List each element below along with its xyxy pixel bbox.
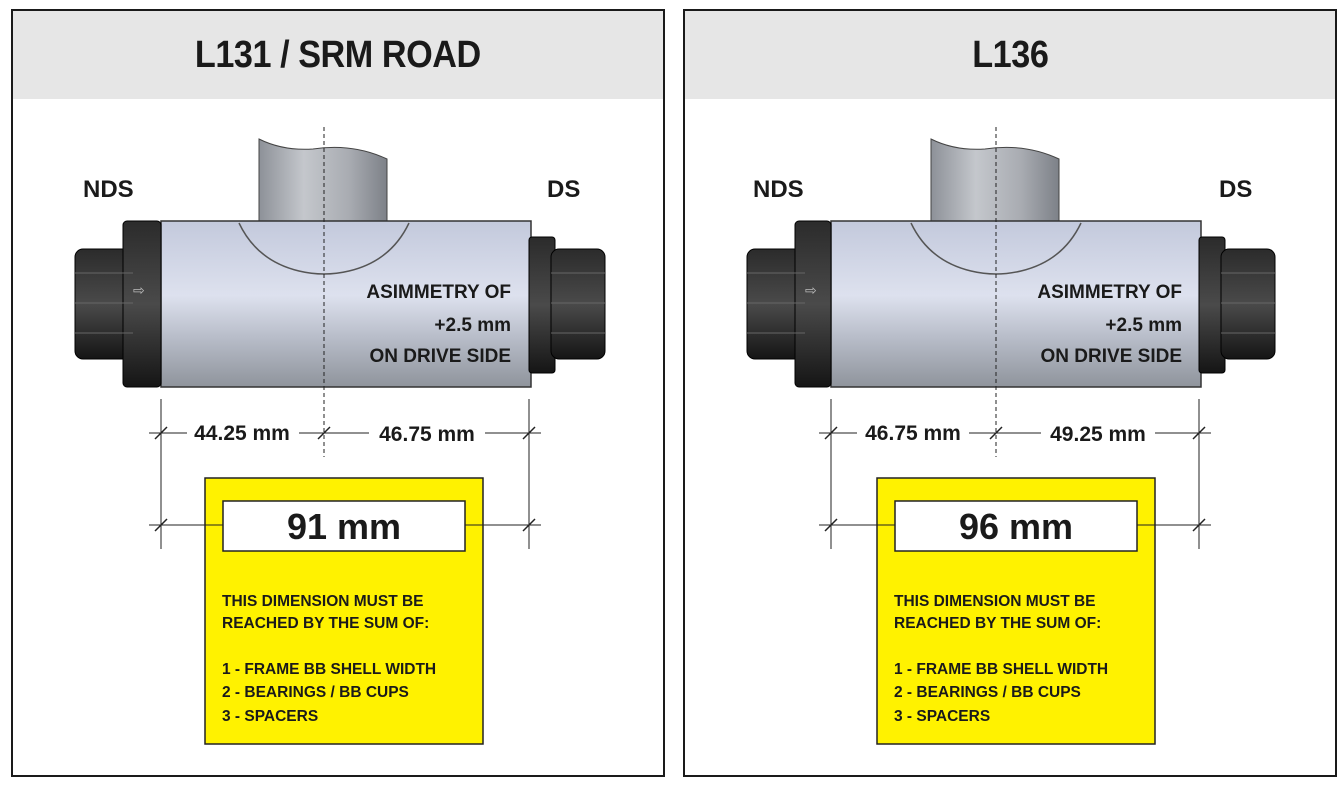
panel-title: L131 / SRM ROAD	[195, 33, 481, 76]
nds-cup: ⇨	[746, 220, 832, 388]
panel-header: L131 / SRM ROAD	[13, 11, 663, 99]
note-line-1: THIS DIMENSION MUST BE	[222, 593, 424, 610]
ds-cup	[528, 236, 606, 374]
total-value: 91 mm	[287, 506, 401, 547]
ds-label: DS	[547, 176, 580, 203]
nds-cup: ⇨	[74, 220, 162, 388]
bb-shell	[830, 220, 1202, 388]
panel-l136: L136	[683, 9, 1337, 777]
panel-l131: L131 / SRM ROAD	[11, 9, 665, 777]
total-value-box	[894, 500, 1138, 552]
dim-right-label: 49.25 mm	[1050, 423, 1146, 446]
asymmetry-line-1: ASIMMETRY OF	[366, 282, 511, 303]
svg-text:⇨: ⇨	[133, 282, 145, 298]
ds-cup	[1198, 236, 1276, 374]
note-line-1: THIS DIMENSION MUST BE	[894, 593, 1096, 610]
asymmetry-line-3: ON DRIVE SIDE	[1041, 346, 1182, 367]
asymmetry-line-2: +2.5 mm	[434, 315, 511, 336]
panel-title: L136	[971, 33, 1049, 76]
total-dimension-line	[819, 518, 1211, 532]
bottom-bracket-diagram: ⇨ NDS DS ASIMMETRY OF +2.5 mm ON DRIVE S…	[746, 127, 1276, 745]
total-dimension-line	[149, 518, 541, 532]
nds-label: NDS	[753, 176, 804, 203]
bottom-bracket-diagram: ⇨ NDS DS ASIMMETRY OF +2.5 mm ON DRIVE S…	[74, 127, 606, 745]
asymmetry-line-1: ASIMMETRY OF	[1037, 282, 1182, 303]
list-item-3: 3 - SPACERS	[222, 708, 318, 725]
list-item-2: 2 - BEARINGS / BB CUPS	[222, 684, 409, 701]
asymmetry-line-2: +2.5 mm	[1105, 315, 1182, 336]
half-dimension-line	[819, 426, 1211, 440]
dim-left-label: 44.25 mm	[194, 422, 290, 445]
list-item-3: 3 - SPACERS	[894, 708, 990, 725]
svg-text:⇨: ⇨	[805, 282, 817, 298]
asymmetry-line-3: ON DRIVE SIDE	[370, 346, 511, 367]
nds-label: NDS	[83, 176, 134, 203]
note-line-2: REACHED BY THE SUM OF:	[894, 615, 1101, 632]
note-line-2: REACHED BY THE SUM OF:	[222, 615, 429, 632]
list-item-2: 2 - BEARINGS / BB CUPS	[894, 684, 1081, 701]
total-value-box	[222, 500, 466, 552]
ds-label: DS	[1219, 176, 1252, 203]
bb-shell	[160, 220, 532, 388]
list-item-1: 1 - FRAME BB SHELL WIDTH	[222, 661, 436, 678]
dim-left-label: 46.75 mm	[865, 422, 961, 445]
panel-header: L136	[685, 11, 1335, 99]
dim-right-label: 46.75 mm	[379, 423, 475, 446]
half-dimension-line	[149, 426, 541, 440]
total-value: 96 mm	[959, 506, 1073, 547]
list-item-1: 1 - FRAME BB SHELL WIDTH	[894, 661, 1108, 678]
